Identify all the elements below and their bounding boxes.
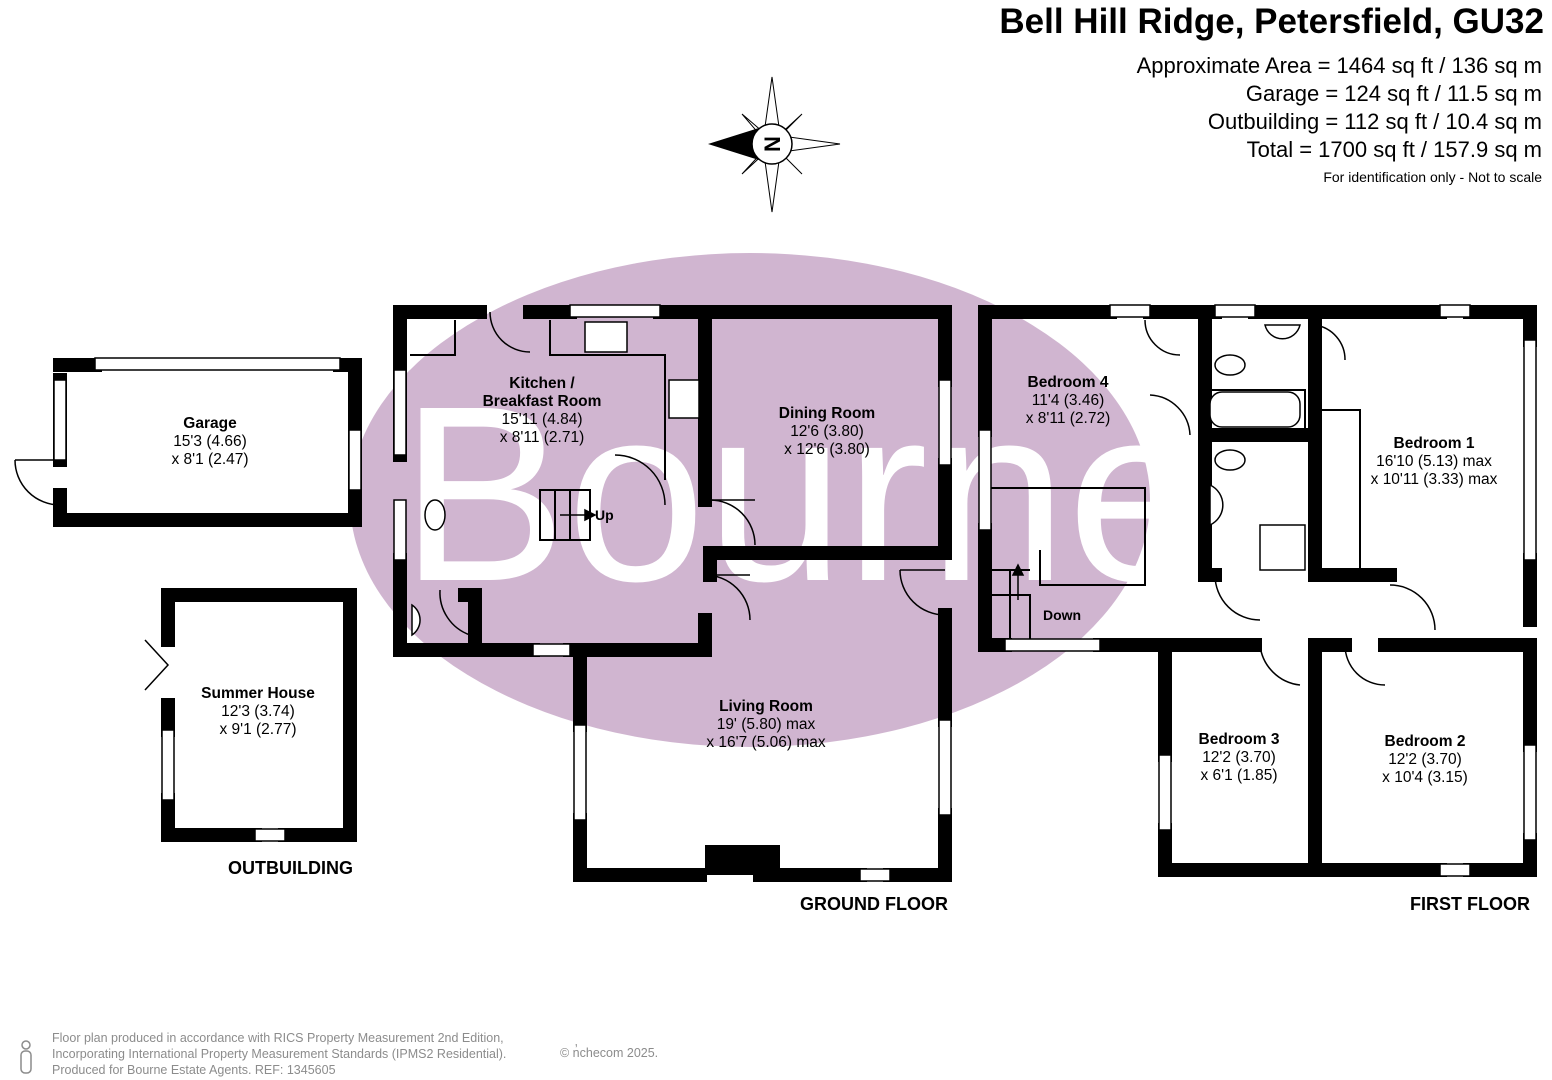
- windows: [53, 304, 1537, 882]
- area-outbuilding: Outbuilding = 112 sq ft / 10.4 sq m: [1207, 109, 1542, 134]
- room-dining: Dining Room 12'6 (3.80) x 12'6 (3.80): [779, 405, 875, 459]
- room-dim: x 12'6 (3.80): [784, 441, 870, 458]
- room-bedroom-3: Bedroom 3 12'2 (3.70) x 6'1 (1.85): [1199, 731, 1280, 785]
- scale-disclaimer: For identification only - Not to scale: [1323, 169, 1542, 185]
- room-dim: x 8'11 (2.72): [1025, 410, 1111, 427]
- person-icon: [20, 1040, 32, 1074]
- stairs-down-label: Down: [1043, 607, 1082, 623]
- door-arcs: [14, 311, 1436, 691]
- room-name: Dining Room: [778, 405, 876, 422]
- room-dim: x 10'11 (3.33) max: [1370, 471, 1498, 488]
- room-dim: 15'3 (4.66): [173, 433, 247, 450]
- room-bedroom-1: Bedroom 1 16'10 (5.13) max x 10'11 (3.33…: [1371, 435, 1498, 489]
- room-name: Bedroom 1: [1393, 435, 1475, 452]
- floor-label-first: FIRST FLOOR: [1410, 894, 1530, 914]
- room-name: Bedroom 3: [1198, 731, 1280, 748]
- area-approximate: Approximate Area = 1464 sq ft / 136 sq m: [1136, 53, 1542, 78]
- room-name: Breakfast Room: [482, 393, 602, 410]
- room-bedroom-4: Bedroom 4 11'4 (3.46) x 8'11 (2.72): [1026, 374, 1111, 428]
- room-kitchen: Kitchen / Breakfast Room 15'11 (4.84) x …: [483, 375, 602, 447]
- compass-rose-icon: N: [708, 76, 841, 213]
- area-total: Total = 1700 sq ft / 157.9 sq m: [1246, 137, 1542, 162]
- room-dim: 12'2 (3.70): [1388, 751, 1462, 768]
- footer-copyright: © n̓checom 2025.: [560, 1046, 659, 1060]
- floor-label-outbuilding: OUTBUILDING: [228, 858, 353, 878]
- room-name: Bedroom 2: [1384, 733, 1466, 750]
- page-title: Bell Hill Ridge, Petersfield, GU32: [999, 2, 1544, 41]
- room-dim: x 9'1 (2.77): [219, 721, 297, 738]
- room-name: Summer House: [201, 685, 315, 702]
- room-summer-house: Summer House 12'3 (3.74) x 9'1 (2.77): [201, 685, 315, 739]
- room-dim: 19' (5.80) max: [716, 716, 816, 733]
- room-name: Living Room: [719, 698, 813, 715]
- room-living: Living Room 19' (5.80) max x 16'7 (5.06)…: [706, 698, 825, 752]
- room-dim: 12'6 (3.80): [790, 423, 864, 440]
- room-bedroom-2: Bedroom 2 12'2 (3.70) x 10'4 (3.15): [1382, 733, 1468, 787]
- compass-letter: N: [760, 136, 785, 152]
- footer-line: Produced for Bourne Estate Agents. REF: …: [52, 1063, 336, 1077]
- room-name: Kitchen /: [509, 375, 575, 392]
- watermark-text: Bourne: [400, 354, 1206, 633]
- room-garage: Garage 15'3 (4.66) x 8'1 (2.47): [171, 415, 248, 469]
- area-garage: Garage = 124 sq ft / 11.5 sq m: [1245, 81, 1542, 106]
- fireplace: [705, 845, 780, 875]
- room-dim: 12'3 (3.74): [221, 703, 295, 720]
- footer-line: Floor plan produced in accordance with R…: [52, 1031, 504, 1045]
- room-dim: 11'4 (3.46): [1031, 392, 1105, 409]
- thin-lines: [410, 320, 1361, 645]
- room-dim: x 8'11 (2.71): [499, 429, 585, 446]
- floor-label-ground: GROUND FLOOR: [800, 894, 948, 914]
- stair-arrows: [560, 508, 1025, 600]
- stairs-up-label: Up: [595, 507, 614, 523]
- footer-line: Incorporating International Property Mea…: [52, 1047, 507, 1061]
- room-dim: x 10'4 (3.15): [1382, 769, 1468, 786]
- room-dim: x 16'7 (5.06) max: [706, 734, 826, 751]
- footer-notes: Floor plan produced in accordance with R…: [52, 1030, 506, 1078]
- room-dim: 15'11 (4.84): [501, 411, 583, 428]
- room-dim: 16'10 (5.13) max: [1376, 453, 1492, 470]
- room-name: Garage: [183, 415, 237, 432]
- fixtures: [411, 321, 1306, 637]
- room-name: Bedroom 4: [1027, 374, 1109, 391]
- room-dim: x 8'1 (2.47): [171, 451, 249, 468]
- room-dim: x 6'1 (1.85): [1200, 767, 1278, 784]
- room-dim: 12'2 (3.70): [1202, 749, 1276, 766]
